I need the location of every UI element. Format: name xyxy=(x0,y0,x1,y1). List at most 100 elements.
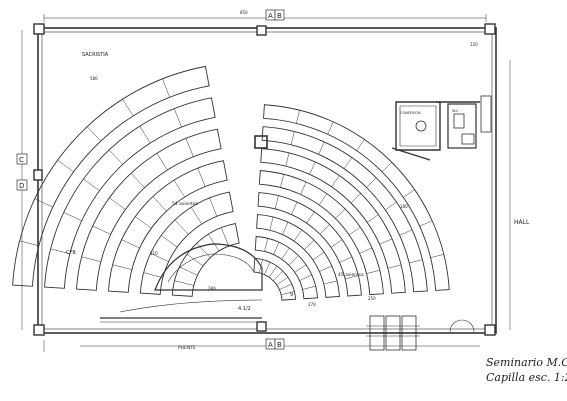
right-seating-seat-divider xyxy=(291,201,298,215)
right-seating-seat-divider xyxy=(359,247,373,254)
left-seating-seat-divider xyxy=(173,108,182,128)
right-seating-seat-divider xyxy=(290,131,295,145)
left-seating-seat-divider xyxy=(19,240,39,247)
right-seating-seat-divider xyxy=(366,177,377,188)
right-seating-seat-divider xyxy=(276,276,289,286)
right-seating-seat-divider xyxy=(269,216,274,231)
label-front: PUENTE xyxy=(178,345,196,351)
right-seating-seat-divider xyxy=(302,285,316,290)
left-seating-seat-divider xyxy=(92,225,111,235)
dimension-label: 250 xyxy=(368,296,376,301)
right-seating-row xyxy=(258,170,384,296)
dimension-label: 850 xyxy=(240,10,248,15)
right-seating-seat-divider xyxy=(331,175,340,187)
left-seating-seat-divider xyxy=(160,235,178,248)
right-seating-seat-divider xyxy=(318,193,328,206)
marker-a-top: A xyxy=(268,12,273,20)
room-label-wc: W.C xyxy=(452,109,459,113)
right-seating-seat-divider xyxy=(348,226,361,236)
right-seating-row xyxy=(260,148,406,294)
right-seating-row xyxy=(254,236,318,300)
label-cfb: CFB xyxy=(66,250,76,256)
right-seating-seat-divider xyxy=(327,121,334,135)
right-seating-seat-divider xyxy=(343,157,353,169)
left-seating-seat-divider xyxy=(221,227,229,247)
left-seating-row xyxy=(107,160,228,293)
left-seating-seat-divider xyxy=(63,212,82,222)
right-seating-seat-divider xyxy=(318,141,325,155)
right-seating-row xyxy=(261,126,428,293)
right-seating-seat-divider xyxy=(403,189,415,198)
right-seating-seat-divider xyxy=(367,214,379,223)
marker-b-top: B xyxy=(277,12,282,20)
right-seating-seat-divider xyxy=(296,110,300,124)
right-seating-seat-divider xyxy=(312,251,325,261)
right-seating-seat-divider xyxy=(381,162,392,173)
dimension-label: 180 xyxy=(400,204,408,209)
right-seating-seat-divider xyxy=(409,259,423,264)
right-seating-row xyxy=(263,104,450,291)
right-seating-seat-divider xyxy=(300,181,307,195)
room-label-confession: CONFESION xyxy=(400,111,421,115)
left-seating-seat-divider xyxy=(209,197,218,217)
marker-a-bottom: A xyxy=(268,341,273,349)
right-seating-seat-divider xyxy=(281,291,295,296)
right-seating-seat-divider xyxy=(350,193,361,204)
dimension-label: 580 xyxy=(90,76,98,81)
left-seating-seat-divider xyxy=(83,178,100,191)
outer-walls xyxy=(21,14,511,352)
right-seating-seat-divider xyxy=(282,222,289,235)
left-seating-seat-divider xyxy=(109,197,126,210)
right-seating-row xyxy=(256,214,340,298)
service-block xyxy=(391,95,492,161)
left-seating-seat-divider xyxy=(87,126,101,142)
right-seating-seat-divider xyxy=(285,152,290,167)
left-seating-seat-divider xyxy=(122,99,134,117)
dimension-label: 280 xyxy=(208,286,216,291)
right-seating-seat-divider xyxy=(330,239,343,248)
left-seating-seat-divider xyxy=(196,243,211,258)
right-seating-seat-divider xyxy=(268,265,278,278)
left-seating-seat-divider xyxy=(156,153,168,171)
right-seating-seat-divider xyxy=(319,224,330,235)
room-label-hall: HALL xyxy=(514,219,530,226)
right-seating-seat-divider xyxy=(273,270,284,281)
marker-c: C xyxy=(19,156,24,164)
left-seating-seat-divider xyxy=(208,234,220,252)
label-mark-left: 4.1/2 xyxy=(238,306,251,312)
title-line-2: Capilla esc. 1:25 xyxy=(486,371,567,384)
left-seating-seat-divider xyxy=(112,264,132,270)
left-seating-seat-divider xyxy=(173,180,185,198)
right-seating-seat-divider xyxy=(264,262,271,275)
right-seating-seat-divider xyxy=(339,256,353,263)
right-seating-seat-divider xyxy=(264,238,269,252)
label-seats-right: 45 asientos xyxy=(338,272,365,278)
label-seats-left: 54 asientos xyxy=(172,201,199,207)
left-seating-seat-divider xyxy=(186,254,204,267)
left-seating-row xyxy=(12,65,210,287)
left-seating-seat-divider xyxy=(162,78,170,98)
right-seating-seat-divider xyxy=(304,239,315,250)
left-seating-seat-divider xyxy=(190,207,202,225)
right-seating-row xyxy=(257,192,362,297)
right-seating-row xyxy=(253,257,297,301)
left-seating-row xyxy=(44,97,216,289)
left-seating-seat-divider xyxy=(179,266,198,276)
right-seating-rows xyxy=(253,104,450,301)
right-seating-seat-divider xyxy=(366,270,380,274)
left-seating-seat-divider xyxy=(108,149,123,165)
left-seating-seat-divider xyxy=(152,196,167,212)
marker-d: D xyxy=(19,182,24,190)
left-seating-seat-divider xyxy=(143,272,163,278)
left-seating-seat-divider xyxy=(139,126,151,144)
right-seating-seat-divider xyxy=(335,208,346,219)
left-seating-seat-divider xyxy=(130,173,145,188)
altar-platform xyxy=(100,243,263,323)
right-seating-seat-divider xyxy=(379,238,393,245)
left-seating-seat-divider xyxy=(174,280,194,286)
right-seating-seat-divider xyxy=(279,283,292,290)
right-seating-seat-divider xyxy=(306,211,315,224)
right-seating-seat-divider xyxy=(299,274,312,281)
